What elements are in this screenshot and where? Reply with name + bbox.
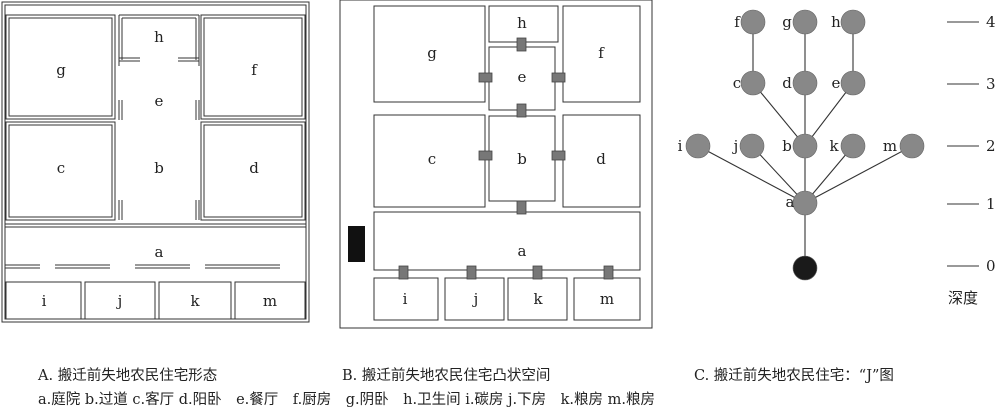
graph-node-a <box>792 190 818 216</box>
plan-a-room-d <box>200 121 306 221</box>
graph-label-e: e <box>832 74 841 92</box>
caption-b: B. 搬迁前失地农民住宅凸状空间 <box>342 368 551 384</box>
panel-b-connectors <box>398 37 614 280</box>
plan-b-label-d: d <box>596 150 606 168</box>
graph-node-labels: a i j b k m c d e f g h <box>678 13 898 211</box>
edge-a-m <box>804 145 913 204</box>
depth-value-4: 4 <box>986 13 996 31</box>
graph-node-i <box>685 133 711 159</box>
graph-label-m: m <box>883 137 897 155</box>
graph-label-b: b <box>782 137 792 155</box>
plan-a-label-f: f <box>251 61 258 79</box>
graph-node-g <box>792 9 818 35</box>
plan-a-room-m <box>234 281 306 320</box>
depth-value-2: 2 <box>986 137 996 155</box>
graph-node-h <box>840 9 866 35</box>
graph-label-i: i <box>678 137 683 155</box>
caption-a: A. 搬迁前失地农民住宅形态 <box>38 368 218 384</box>
convex-space-f <box>562 5 641 103</box>
connector-b-d <box>551 150 566 161</box>
plan-a-label-i: i <box>42 292 47 310</box>
plan-a-label-g: g <box>56 61 66 79</box>
panel-a-labels: g f h e c b d a i j k m <box>42 28 278 310</box>
plan-b-entrance-block <box>348 226 365 262</box>
edge-a-j <box>751 145 806 204</box>
plan-a-label-k: k <box>190 292 200 310</box>
edge-b-e <box>804 82 854 147</box>
depth-scale: 0 1 2 3 4 深度 <box>947 13 996 307</box>
plan-a-label-b: b <box>154 159 164 177</box>
graph-node-e <box>840 70 866 96</box>
connector-e-b <box>516 103 527 118</box>
convex-space-g <box>373 5 486 103</box>
plan-b-label-f: f <box>598 44 605 62</box>
graph-label-k: k <box>829 137 839 155</box>
connector-a-i <box>398 265 409 280</box>
graph-nodes <box>685 9 925 281</box>
connector-g-e <box>478 72 493 83</box>
connector-b-a <box>516 200 527 215</box>
graph-label-g: g <box>782 13 792 31</box>
graph-node-j <box>739 133 765 159</box>
depth-value-3: 3 <box>986 75 996 93</box>
convex-space-a <box>373 211 641 271</box>
connector-e-f <box>551 72 566 83</box>
connector-h-e <box>516 37 527 52</box>
edge-a-i <box>697 145 806 204</box>
graph-node-c <box>740 70 766 96</box>
graph-label-d: d <box>782 74 792 92</box>
plan-a-label-c: c <box>57 159 65 177</box>
graph-label-j: j <box>732 137 739 155</box>
plan-b-label-e: e <box>518 68 527 86</box>
plan-b-label-g: g <box>427 44 437 62</box>
plan-a-room-g <box>5 14 116 120</box>
graph-label-f: f <box>734 13 741 31</box>
connector-a-k <box>532 265 543 280</box>
connector-c-b <box>478 150 493 161</box>
plan-a-label-h: h <box>154 28 164 46</box>
convex-space-d <box>562 114 641 208</box>
plan-b-label-a: a <box>518 242 527 260</box>
graph-node-m <box>899 133 925 159</box>
graph-node-d <box>792 70 818 96</box>
plan-b-outline <box>339 0 653 329</box>
plan-a-room-f <box>200 14 306 120</box>
graph-node-k <box>840 133 866 159</box>
plan-a-label-m: m <box>263 292 277 310</box>
graph-label-h: h <box>831 13 841 31</box>
plan-b-label-k: k <box>533 290 543 308</box>
depth-value-1: 1 <box>986 195 996 213</box>
plan-b-label-j: j <box>472 290 479 308</box>
edge-b-c <box>752 82 806 147</box>
depth-axis-label: 深度 <box>948 289 978 307</box>
caption-legend: a.庭院 b.过道 c.客厅 d.阳卧 e.餐厅 f.厨房 g.阴卧 h.卫生间… <box>38 392 656 408</box>
graph-node-f <box>740 9 766 35</box>
edge-a-k <box>804 145 854 204</box>
connector-a-j <box>466 265 477 280</box>
plan-b-label-i: i <box>403 290 408 308</box>
plan-a-room-c <box>5 121 116 221</box>
plan-a-label-e: e <box>155 92 164 110</box>
caption-c: C. 搬迁前失地农民住宅：“J”图 <box>694 368 894 384</box>
plan-a-label-j: j <box>116 292 123 310</box>
panel-b-labels: g h f e c b d a i j k m <box>403 14 615 308</box>
graph-node-root <box>792 255 818 281</box>
graph-label-c: c <box>733 74 741 92</box>
panel-a-floor-plan <box>1 1 310 323</box>
plan-b-label-m: m <box>600 290 614 308</box>
plan-b-label-b: b <box>517 150 527 168</box>
plan-b-label-h: h <box>517 14 527 32</box>
plan-b-label-c: c <box>428 150 436 168</box>
depth-value-0: 0 <box>986 257 996 275</box>
convex-space-c <box>373 114 486 208</box>
graph-node-b <box>792 133 818 159</box>
plan-a-label-d: d <box>249 159 259 177</box>
graph-label-a: a <box>786 193 795 211</box>
plan-a-label-a: a <box>155 243 164 261</box>
connector-a-m <box>603 265 614 280</box>
